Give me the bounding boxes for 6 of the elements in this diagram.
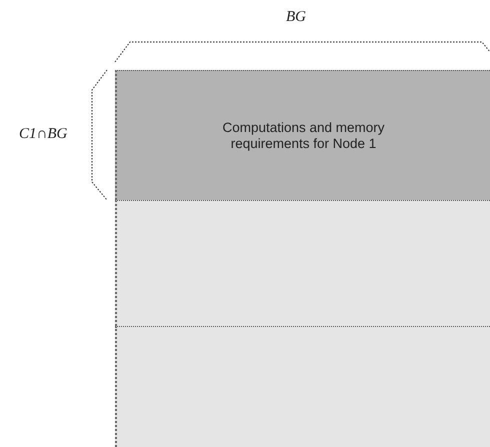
- process-box: [115, 70, 490, 200]
- dimension-label: BG: [286, 9, 306, 26]
- empty-box: [115, 200, 490, 326]
- empty-box: [115, 326, 490, 447]
- dimension-label: C1∩BG: [19, 126, 68, 143]
- box-label: Computations and memory requirements for Node 1: [221, 120, 386, 152]
